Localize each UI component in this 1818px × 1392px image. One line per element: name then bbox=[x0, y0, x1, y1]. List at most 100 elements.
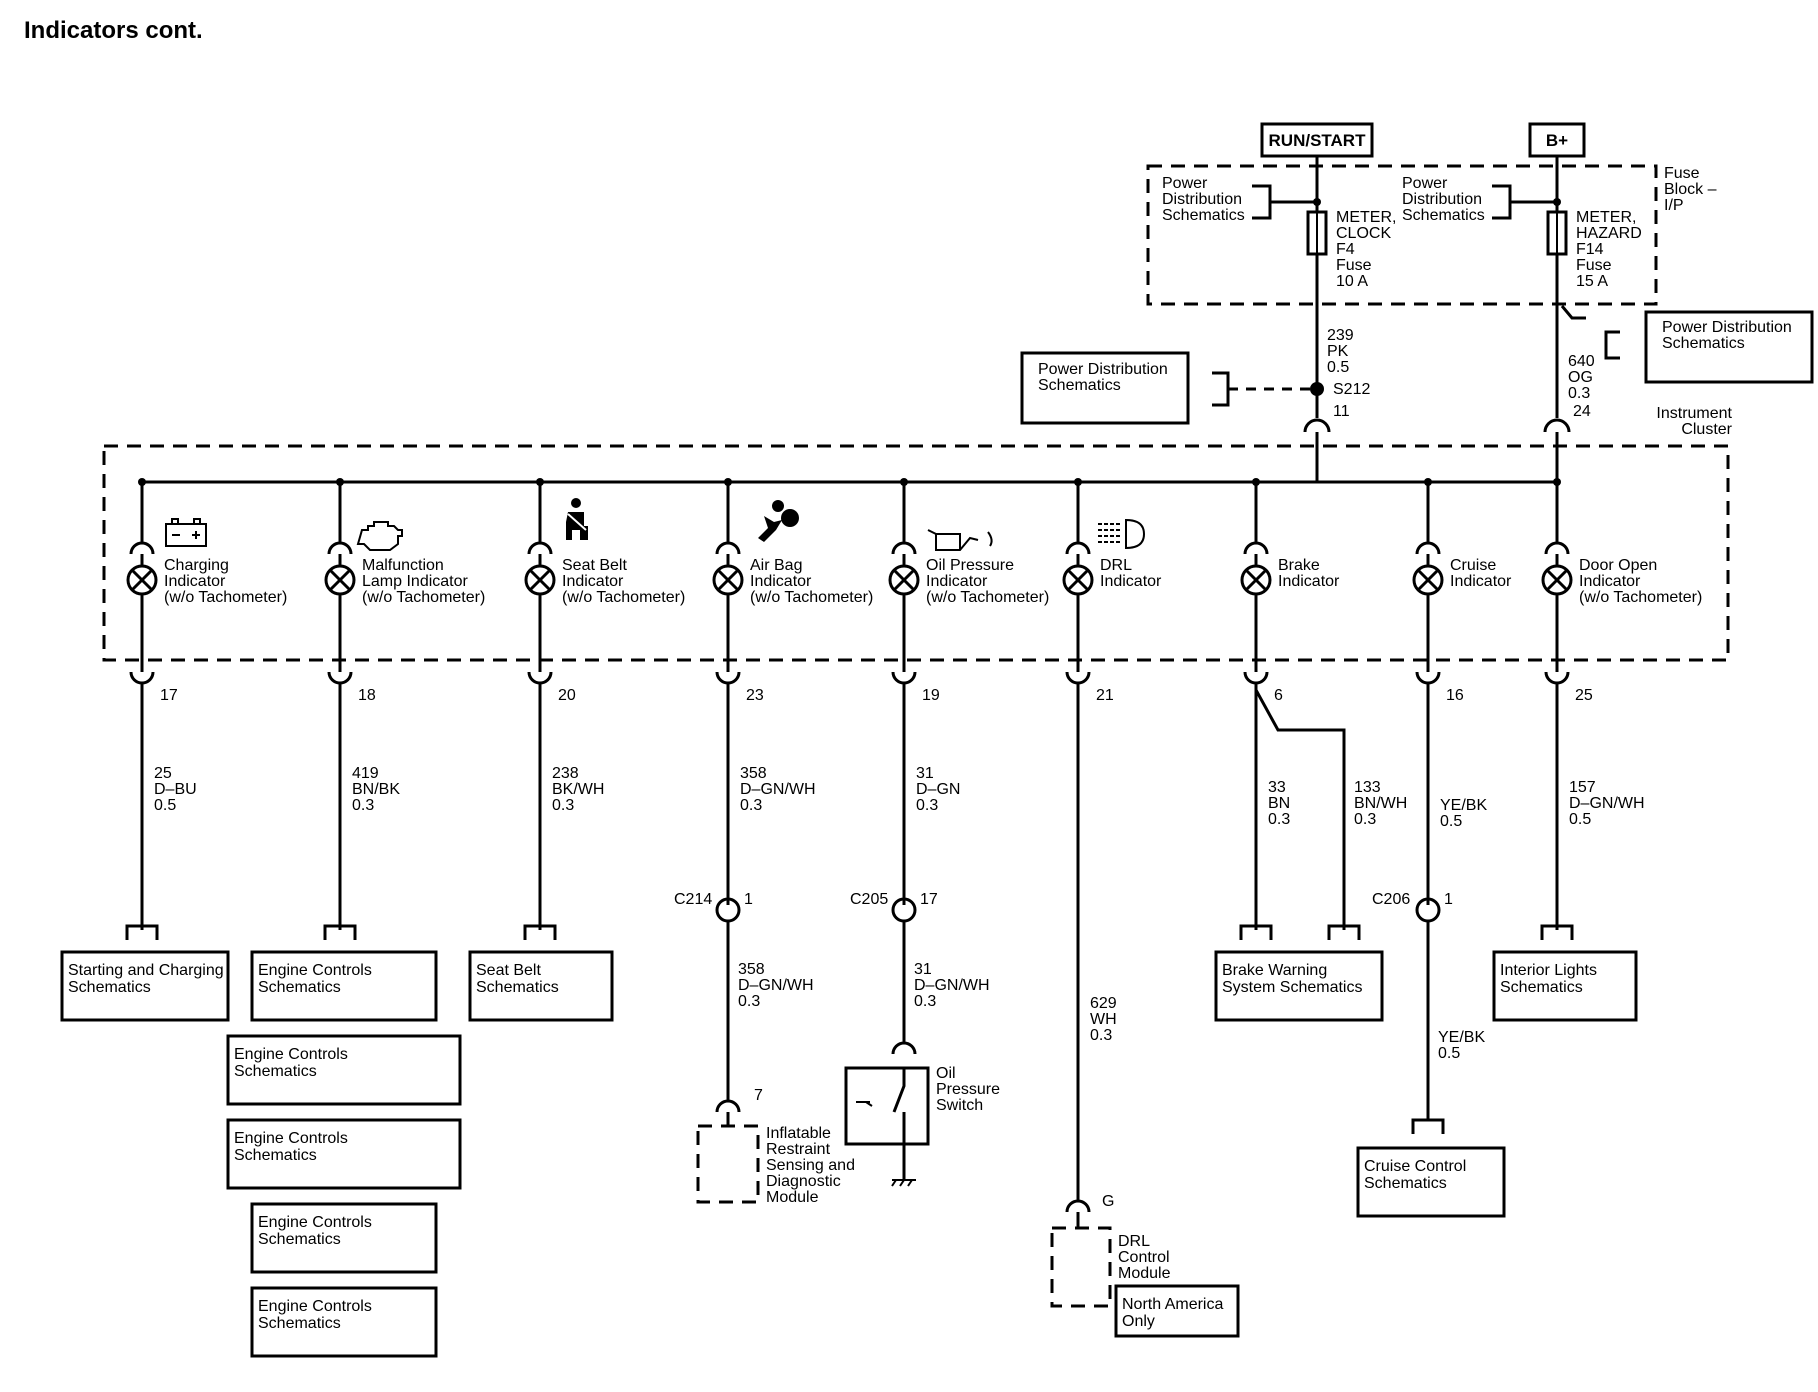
indicator-8-connector-in bbox=[1544, 541, 1570, 555]
indicator-5-pin: 21 bbox=[1096, 687, 1114, 704]
indicator-3-label-line: Air Bag bbox=[750, 557, 802, 574]
wire-133-bn-wh bbox=[1254, 689, 1346, 930]
engine-controls-ref-5-line: Schematics bbox=[258, 1315, 341, 1332]
indicator-1-wire-line: 0.3 bbox=[352, 797, 374, 814]
indicator-7-connector-in bbox=[1415, 541, 1441, 555]
pds-right-line: Schematics bbox=[1402, 207, 1485, 224]
indicator-0-label-line: Charging bbox=[164, 557, 229, 574]
drl-pin: G bbox=[1102, 1193, 1114, 1210]
indicator-6-wire-line: 33 bbox=[1268, 779, 1286, 796]
indicator-2-label-line: Indicator bbox=[562, 573, 624, 590]
wire-640-line: OG bbox=[1568, 369, 1593, 386]
indicator-4-pin: 19 bbox=[922, 687, 940, 704]
indicator-0-connector-out bbox=[129, 671, 155, 685]
cluster-line: Cluster bbox=[1681, 421, 1732, 438]
indicator-4-wire-line: 0.3 bbox=[916, 797, 938, 814]
indicator-0-lamp-x bbox=[130, 568, 154, 592]
indicator-0-wire-line: D–BU bbox=[154, 781, 197, 798]
seatbelt-icon-strap bbox=[567, 513, 587, 531]
c205-wire-line: 31 bbox=[914, 961, 932, 978]
indicator-8-connector-out bbox=[1544, 671, 1570, 685]
indicator-1-wire-line: BN/BK bbox=[352, 781, 400, 798]
drl-label-line: Module bbox=[1118, 1265, 1171, 1282]
indicator-8-label-line: Indicator bbox=[1579, 573, 1641, 590]
indicator-0-connector-in bbox=[129, 541, 155, 555]
wire-239-line: PK bbox=[1327, 343, 1349, 360]
engine-controls-ref-2-line: Engine Controls bbox=[234, 1046, 348, 1063]
indicator-4-lamp-x bbox=[892, 568, 916, 592]
oil-can-icon-body bbox=[936, 533, 961, 550]
interior-lights-ref-line: Interior Lights bbox=[1500, 962, 1597, 979]
indicator-0-wire-line: 0.5 bbox=[154, 797, 176, 814]
indicator-6-wire-line: 0.3 bbox=[1268, 811, 1290, 828]
seat-belt-ref-line: Schematics bbox=[476, 979, 559, 996]
splice-s212-label: S212 bbox=[1333, 381, 1370, 398]
oil-can-icon-drop bbox=[987, 531, 993, 547]
indicator-2-connector-out bbox=[527, 671, 553, 685]
engine-controls-ref-3-line: Schematics bbox=[234, 1147, 317, 1164]
fuse-f14-line: Fuse bbox=[1576, 257, 1612, 274]
drl-label-line: Control bbox=[1118, 1249, 1170, 1266]
airbag-icon-body bbox=[758, 516, 782, 542]
fuse-f14-line: 15 A bbox=[1576, 273, 1608, 290]
fuse-f14-line: METER, bbox=[1576, 209, 1636, 226]
c206-connector-bottom bbox=[1415, 909, 1441, 923]
brake-warning-tab bbox=[1239, 924, 1273, 940]
indicator-4-connector-in bbox=[891, 541, 917, 555]
pds-left-line: Distribution bbox=[1162, 191, 1242, 208]
c214-pin: 1 bbox=[744, 891, 753, 908]
indicator-4-label-line: (w/o Tachometer) bbox=[926, 589, 1049, 606]
indicator-8-wire-line: D–GN/WH bbox=[1569, 795, 1645, 812]
engine-controls-ref-4-box bbox=[250, 1202, 438, 1274]
wire-239-line: 0.5 bbox=[1327, 359, 1349, 376]
sdm-label-line: Restraint bbox=[766, 1141, 831, 1158]
indicator-8-lamp-x bbox=[1545, 568, 1569, 592]
splice-ref-line: Power Distribution bbox=[1038, 361, 1168, 378]
cruise-control-ref-box bbox=[1356, 1146, 1506, 1218]
north-america-line: Only bbox=[1122, 1313, 1155, 1330]
c205-pin: 17 bbox=[920, 891, 938, 908]
brake-warning-ref-box bbox=[1214, 950, 1384, 1022]
indicator-8-wire-line: 0.5 bbox=[1569, 811, 1591, 828]
indicator-3-label-line: (w/o Tachometer) bbox=[750, 589, 873, 606]
pds-right-line: Power bbox=[1402, 175, 1448, 192]
indicator-7-label-line: Indicator bbox=[1450, 573, 1512, 590]
wire-640-line: 0.3 bbox=[1568, 385, 1590, 402]
indicator-0-pin: 17 bbox=[160, 687, 178, 704]
oil-can-icon bbox=[927, 529, 979, 551]
interior-lights-ref-line: Schematics bbox=[1500, 979, 1583, 996]
seatbelt-icon-body bbox=[566, 512, 588, 540]
indicator-2-wire-line: 0.3 bbox=[552, 797, 574, 814]
splice-ref-line: Schematics bbox=[1038, 377, 1121, 394]
indicator-1-lamp-x bbox=[328, 568, 352, 592]
splice-s212 bbox=[1310, 382, 1324, 396]
indicator-7-lamp-x bbox=[1416, 568, 1440, 592]
c206-name: C206 bbox=[1372, 891, 1410, 908]
sdm-label-line: Inflatable bbox=[766, 1125, 831, 1142]
cluster-line: Instrument bbox=[1656, 405, 1732, 422]
indicator-6-connector-out bbox=[1243, 671, 1269, 685]
drl-module-outline bbox=[1050, 1226, 1112, 1308]
indicator-1-label-line: Lamp Indicator bbox=[362, 573, 469, 590]
battery-icon bbox=[165, 523, 207, 547]
c214-connector-top bbox=[715, 897, 741, 911]
cruise-control-tab bbox=[1411, 1118, 1445, 1134]
engine-controls-ref-1-box bbox=[250, 950, 438, 1022]
indicator-5-connector-in bbox=[1065, 541, 1091, 555]
cruise-control-ref-line: Cruise Control bbox=[1364, 1158, 1466, 1175]
fuse-f4-line: 10 A bbox=[1336, 273, 1368, 290]
indicator-2-pin: 20 bbox=[558, 687, 576, 704]
seat-belt-ref-line: Seat Belt bbox=[476, 962, 541, 979]
c206-connector-top bbox=[1415, 897, 1441, 911]
